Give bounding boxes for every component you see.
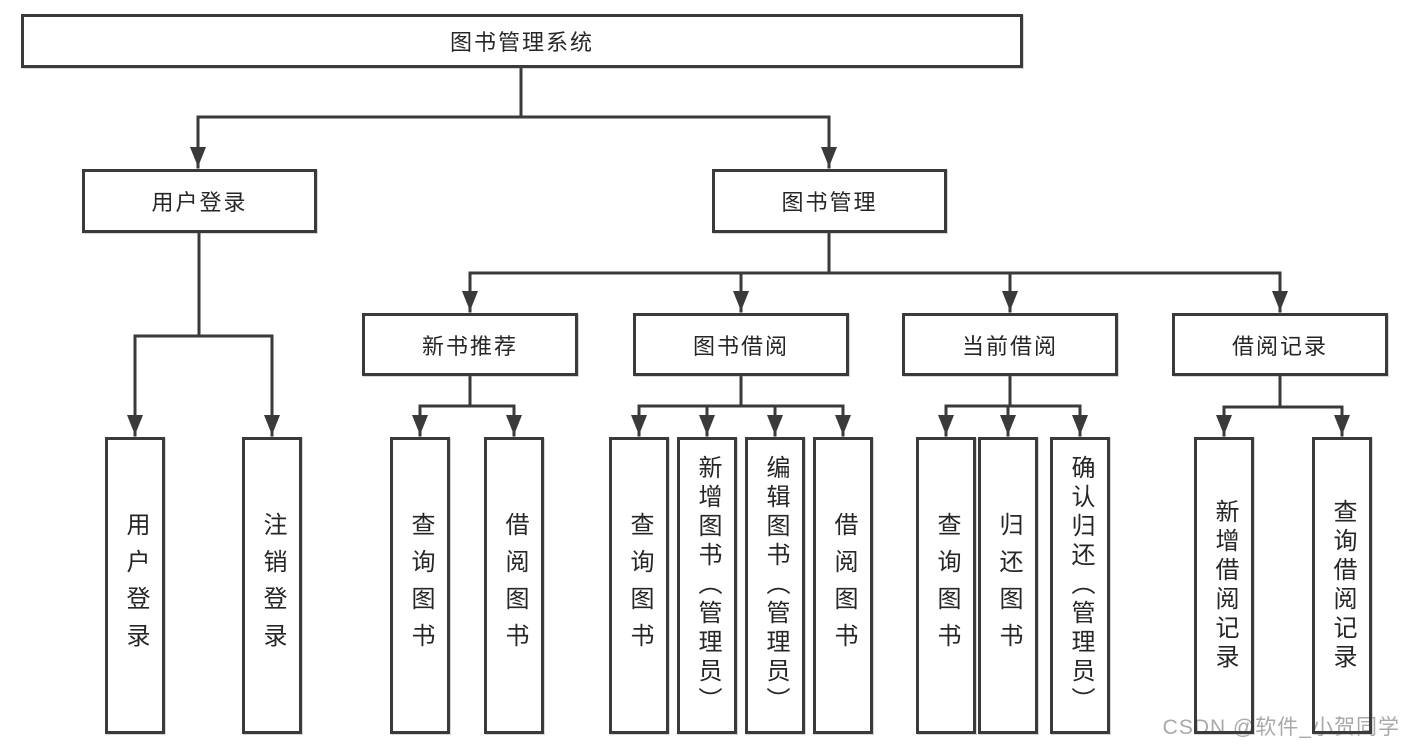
node-new-book-recommendation: 新书推荐	[362, 313, 578, 376]
edge-book-borrowing-children	[631, 374, 851, 437]
leaf-user-login: 用户登录	[105, 437, 165, 734]
leaf-label: 借阅图书	[830, 511, 857, 660]
leaf-query-books-current: 查询图书	[916, 437, 976, 734]
leaf-add-books-admin: 新增图书（管理员）	[677, 437, 737, 734]
edge-new-book-recommendation-children	[412, 374, 522, 437]
leaf-borrow-books-borrowing: 借阅图书	[813, 437, 873, 734]
leaf-query-books-recommend: 查询图书	[390, 437, 450, 734]
leaf-return-books: 归还图书	[978, 437, 1038, 734]
leaf-label: 用户登录	[122, 511, 149, 660]
node-book-borrowing: 图书借阅	[633, 313, 849, 376]
leaf-edit-books-admin: 编辑图书（管理员）	[745, 437, 805, 734]
leaf-logout: 注销登录	[242, 437, 302, 734]
leaf-label: 查询借阅记录	[1329, 498, 1356, 673]
edge-user-login-children	[127, 231, 280, 437]
leaf-label: 确认归还（管理员）	[1067, 455, 1094, 716]
leaf-label: 编辑图书（管理员）	[762, 455, 789, 716]
leaf-add-borrow-record: 新增借阅记录	[1194, 437, 1254, 734]
leaf-label: 查询图书	[933, 511, 960, 660]
node-user-login: 用户登录	[82, 169, 317, 233]
leaf-label: 注销登录	[259, 511, 286, 660]
leaf-query-borrow-record: 查询借阅记录	[1312, 437, 1372, 734]
edge-root-to-level2	[190, 66, 837, 169]
leaf-label: 查询图书	[626, 511, 653, 660]
csdn-watermark: CSDN @软件_小贺同学	[1162, 716, 1400, 739]
leaf-label: 归还图书	[995, 511, 1022, 660]
leaf-label: 新增借阅记录	[1211, 498, 1238, 673]
node-borrowing-records: 借阅记录	[1172, 313, 1388, 376]
node-current-borrowing: 当前借阅	[902, 313, 1118, 376]
node-book-management: 图书管理	[712, 169, 947, 233]
leaf-confirm-return-admin: 确认归还（管理员）	[1050, 437, 1110, 734]
leaf-label: 借阅图书	[501, 511, 528, 660]
edge-current-borrowing-children	[938, 374, 1088, 437]
leaf-label: 查询图书	[407, 511, 434, 660]
leaf-label: 新增图书（管理员）	[694, 455, 721, 716]
edge-borrowing-records-children	[1216, 374, 1350, 437]
node-library-system: 图书管理系统	[21, 14, 1023, 68]
edge-book-management-children	[462, 231, 1288, 313]
leaf-borrow-books-recommend: 借阅图书	[484, 437, 544, 734]
leaf-query-books-borrowing: 查询图书	[609, 437, 669, 734]
